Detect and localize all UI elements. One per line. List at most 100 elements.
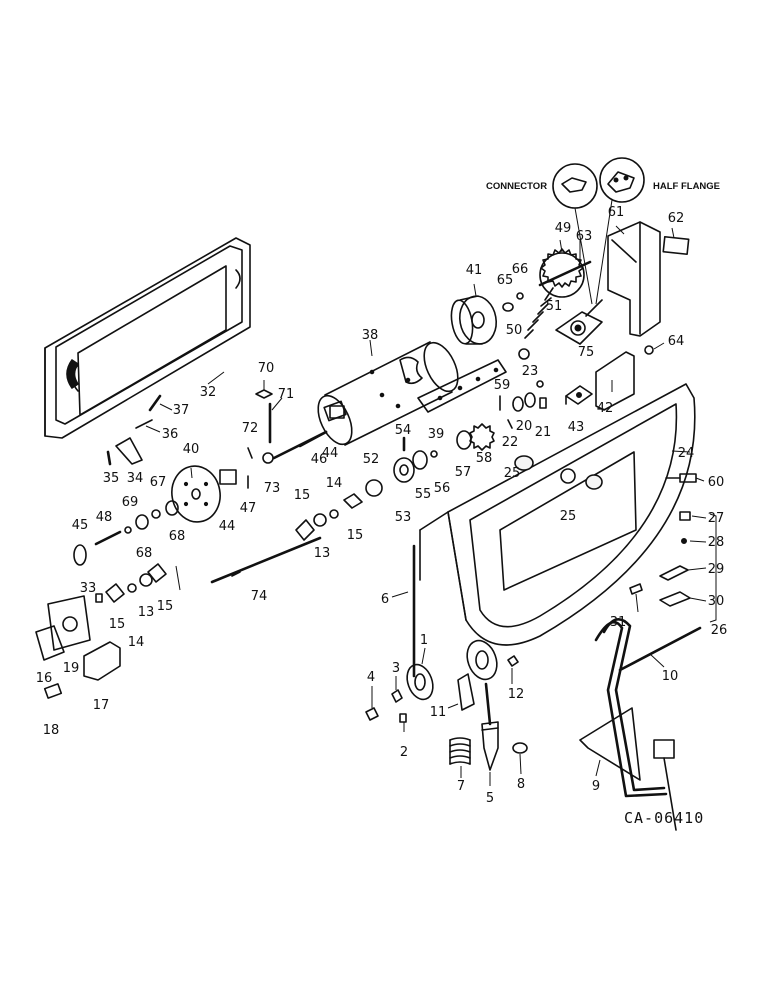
part-49-sprocket [538,248,592,298]
part-13-bearing-b [139,573,153,587]
callout-13: 13 [314,546,331,561]
part-19-bracket [47,595,91,651]
part-39-strap [417,359,507,413]
part-27-bolt [679,511,691,521]
callout-26: 26 [711,623,728,638]
callout-69: 69 [122,495,139,510]
callout-22: 22 [502,435,519,450]
callout-15: 15 [157,599,174,614]
part-9-support [579,618,677,831]
callout-15: 15 [347,528,364,543]
part-18-plug [43,683,63,699]
part-45-knob [73,544,87,566]
part-46-shaft [272,430,328,460]
part-57-bearing [456,430,472,450]
callout-59: 59 [494,378,511,393]
callout-65: 65 [497,273,514,288]
part-53-hub [393,457,415,483]
callout-23: 23 [522,364,539,379]
part-5-spout [481,721,499,771]
leader-74 [175,565,181,591]
part-50-nut [518,348,530,360]
part-68-collar-a [165,500,179,516]
callout-44: 44 [219,519,236,534]
callout-3: 3 [392,661,400,676]
callout-13: 13 [138,605,155,620]
part-20-washer-a [512,396,524,412]
part-33-key [95,593,103,603]
half-flange-label: HALF FLANGE [653,181,720,192]
callout-17: 17 [93,698,110,713]
callout-58: 58 [476,451,493,466]
callout-75: 75 [578,345,595,360]
part-35-pin [106,450,112,466]
callout-25: 25 [560,509,577,524]
part-44-block-b [329,405,345,419]
callout-67: 67 [150,475,167,490]
callout-64: 64 [668,334,685,349]
leader-lines [145,225,707,786]
part-4-bolt [365,707,379,721]
part-25-cap-b [585,474,603,490]
callout-49: 49 [555,221,572,236]
part-16-block [35,625,65,661]
part-15-flange-a [295,519,315,541]
part-43-block [565,385,593,405]
callout-5: 5 [486,791,494,806]
callout-27: 27 [708,511,725,526]
part-17-cover [83,641,121,681]
callout-41: 41 [466,263,483,278]
part-62-plate [662,235,690,256]
part-15-flange-c [105,583,125,603]
part-37-spring-pin [148,394,162,412]
part-12-nut [507,655,519,667]
callout-54: 54 [395,423,412,438]
callout-12: 12 [508,687,525,702]
callout-44: 44 [322,446,339,461]
callout-68: 68 [169,529,186,544]
callout-1: 1 [420,633,428,648]
part-48-shaft [94,530,122,546]
callout-18: 18 [43,723,60,738]
part-24-shield [419,383,696,646]
part-70-key [255,389,273,399]
part-22-pin [507,419,513,429]
part-69-washer [124,526,132,534]
part-3-bolt [391,689,403,703]
callout-4: 4 [367,670,375,685]
part-28-nut [681,538,687,544]
callout-37: 37 [173,403,190,418]
callout-40: 40 [183,442,200,457]
callout-15: 15 [109,617,126,632]
callout-32: 32 [200,385,217,400]
part-10-rod [618,626,702,672]
callout-72: 72 [242,421,259,436]
callout-60: 60 [708,475,725,490]
callout-21: 21 [535,425,552,440]
callout-16: 16 [36,671,53,686]
callout-8: 8 [517,777,525,792]
part-31-pin [629,583,643,595]
part-7-spring [449,737,471,765]
part-8-washer [512,742,528,754]
callout-74: 74 [251,589,268,604]
callout-19: 19 [63,661,80,676]
callout-14: 14 [326,476,343,491]
part-1-pulley-large [466,639,498,726]
part-51-chain [524,287,554,339]
callout-46: 46 [311,452,328,467]
part-15-flange-b [343,493,363,509]
part-32-frame [44,237,251,439]
part-75-flange [555,299,603,345]
detail-callouts [552,157,645,305]
callout-70: 70 [258,361,275,376]
callout-9: 9 [592,779,600,794]
callout-66: 66 [512,262,529,277]
callout-63: 63 [576,229,593,244]
callout-15: 15 [294,488,311,503]
part-29-plate [659,565,689,581]
callout-20: 20 [516,419,533,434]
callout-29: 29 [708,562,725,577]
callout-47: 47 [240,501,257,516]
